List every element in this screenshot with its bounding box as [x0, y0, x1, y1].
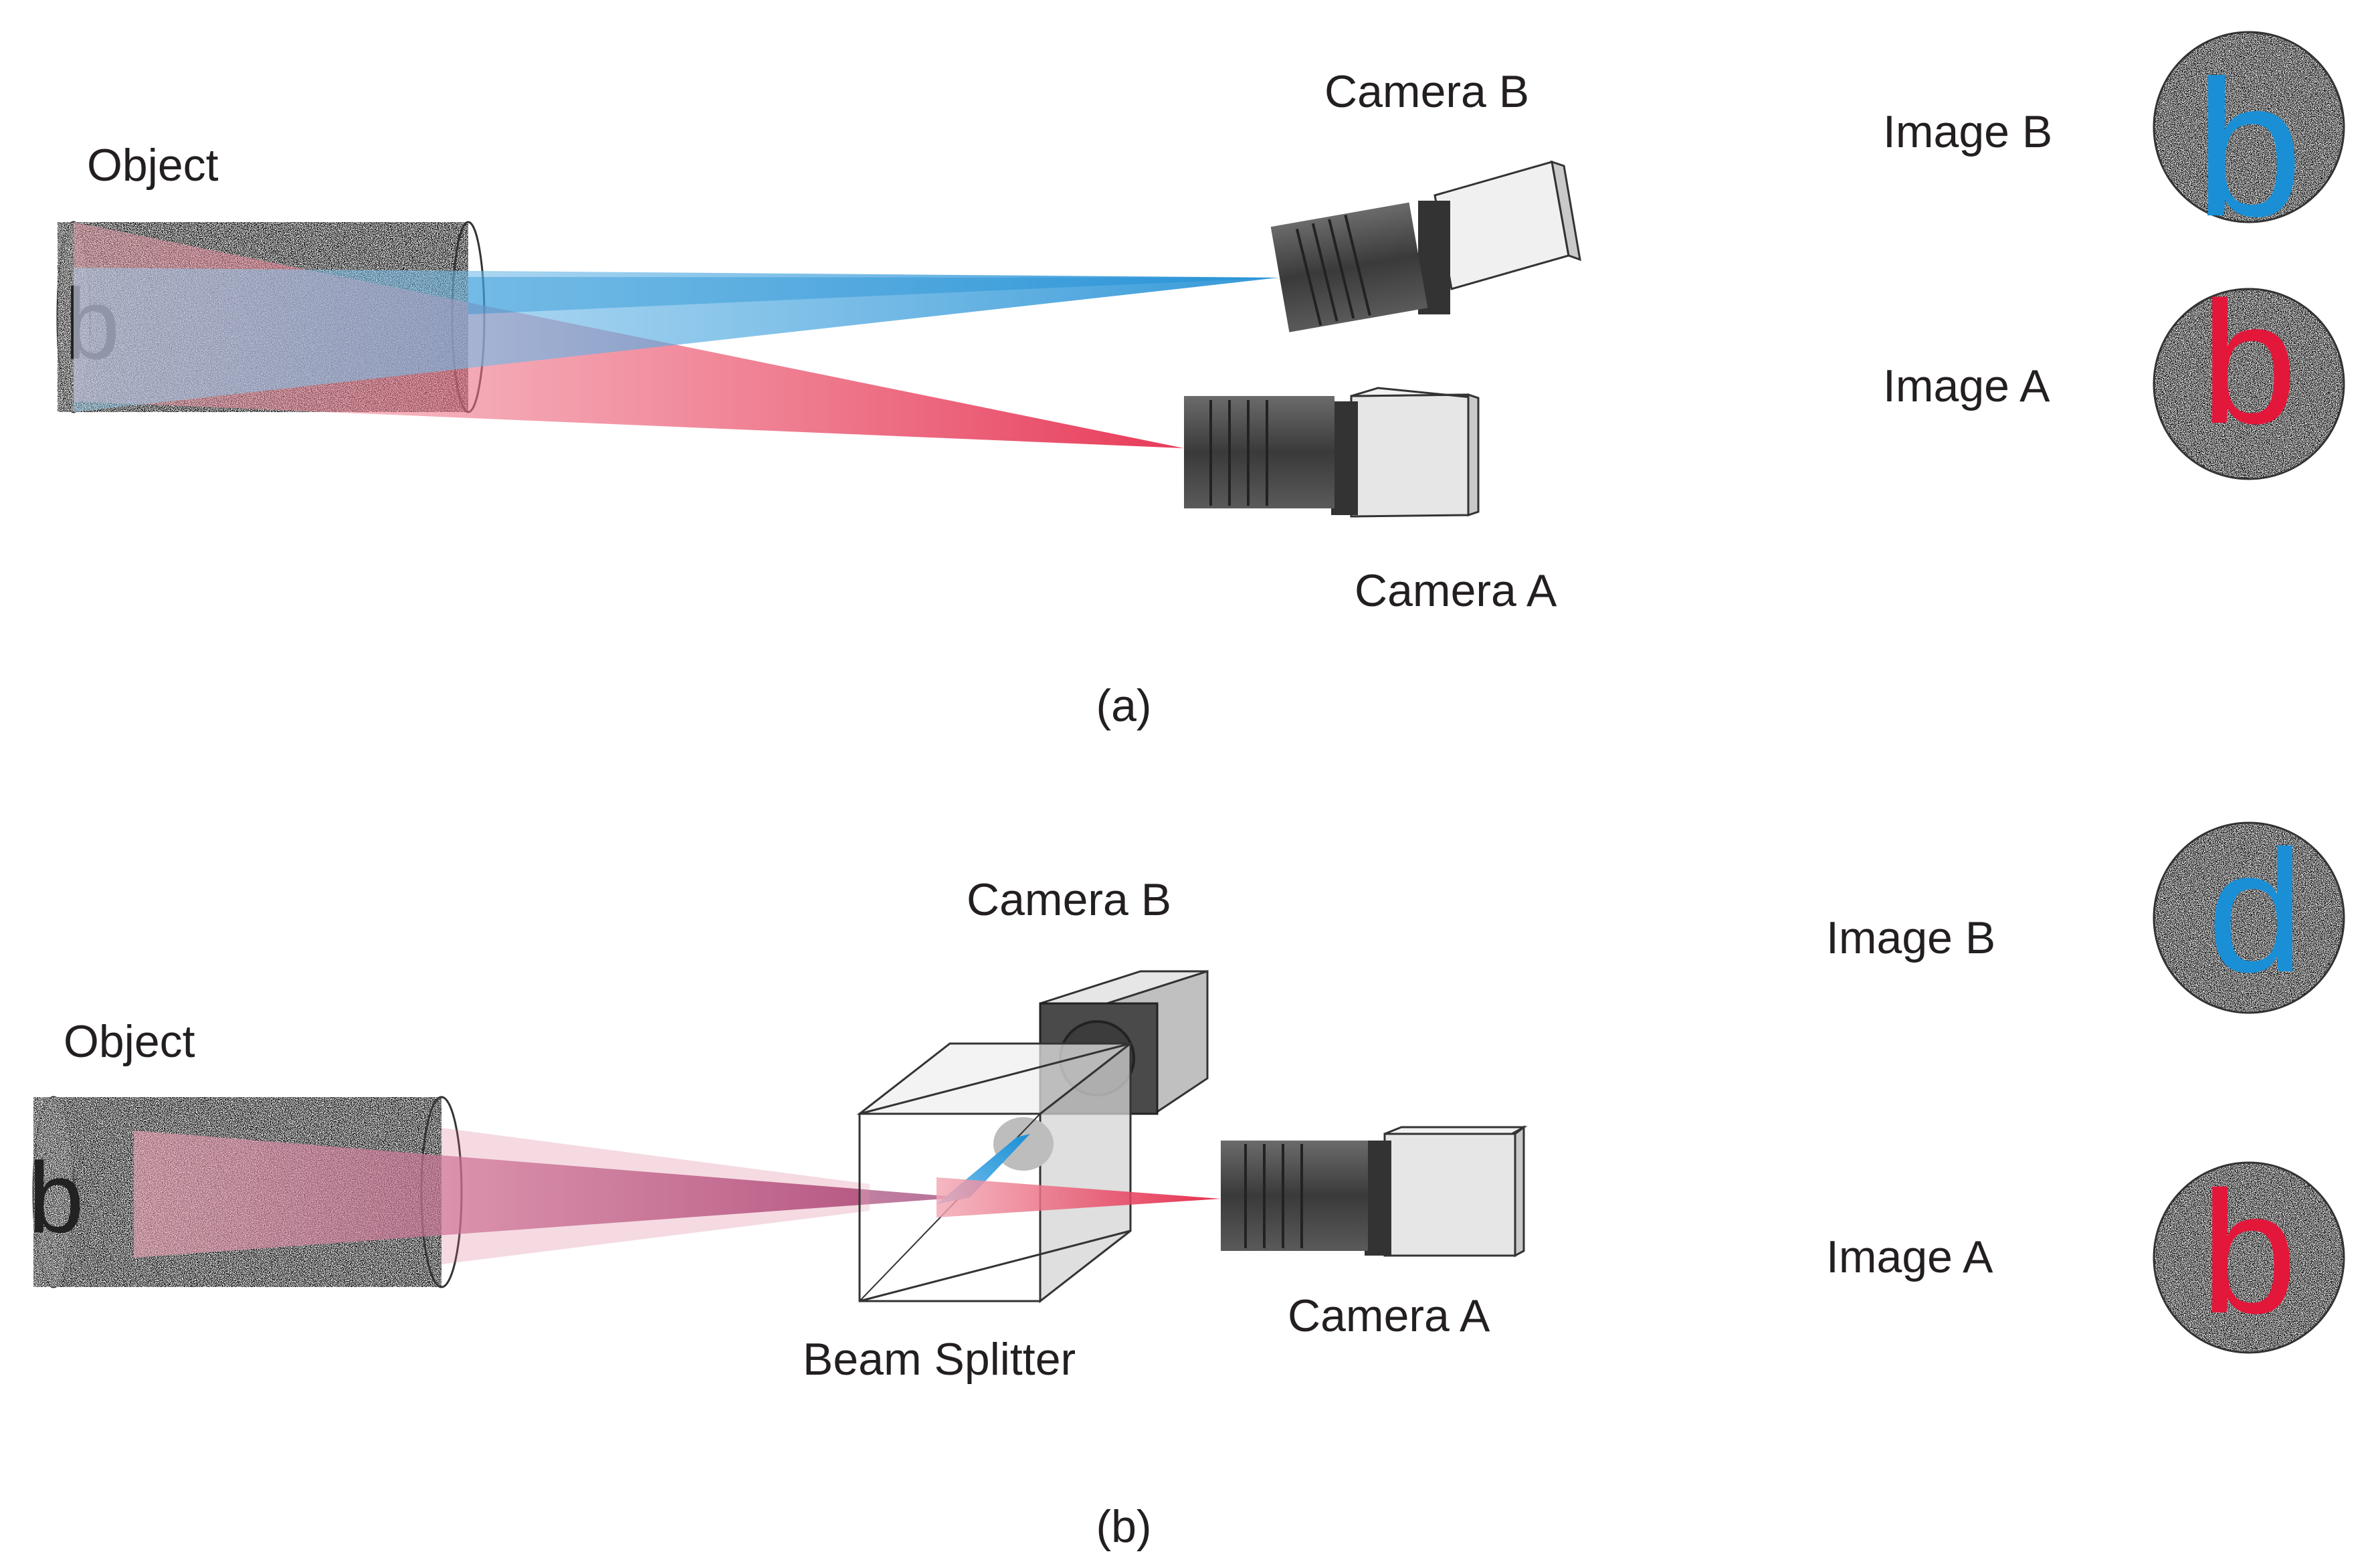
image-b-letter-a: b — [2195, 40, 2302, 257]
beam-splitter-label: Beam Splitter — [803, 1334, 1076, 1385]
beam-splitter — [856, 1041, 1134, 1304]
image-a-label-a: Image A — [1883, 361, 2050, 411]
blue-ray-a — [74, 268, 1279, 412]
camera-b-label-a: Camera B — [1324, 66, 1529, 117]
image-a-letter-a: b — [2201, 266, 2298, 460]
image-b-label-a: Image B — [1883, 106, 2052, 157]
camera-a-b — [1221, 1124, 1528, 1258]
image-b-label-b: Image B — [1826, 912, 1995, 963]
image-b-a: b — [2153, 31, 2345, 257]
caption-b: (b) — [1096, 1501, 1151, 1552]
image-b-letter-b: d — [2207, 815, 2304, 1009]
red-ray-b — [936, 1177, 1221, 1217]
object-label-b: Object — [64, 1016, 195, 1067]
camera-a-label-a: Camera A — [1355, 565, 1557, 616]
caption-a: (a) — [1096, 680, 1151, 731]
camera-b-label-b: Camera B — [967, 874, 1171, 925]
camera-b-a — [1270, 160, 1581, 332]
image-a-b: b — [2153, 1156, 2345, 1354]
image-a-a: b — [2153, 266, 2345, 480]
panel-a: b — [56, 31, 2345, 731]
image-a-label-b: Image A — [1826, 1232, 1993, 1282]
object-letter-b: b — [28, 1141, 84, 1254]
camera-a-label-b: Camera A — [1288, 1290, 1490, 1341]
image-b-b: d — [2153, 815, 2345, 1014]
object-label-a: Object — [87, 140, 219, 191]
purple-ray-b — [134, 1131, 963, 1258]
camera-a-a — [1184, 387, 1480, 518]
image-a-letter-b: b — [2201, 1156, 2298, 1350]
panel-b: b — [28, 815, 2345, 1552]
